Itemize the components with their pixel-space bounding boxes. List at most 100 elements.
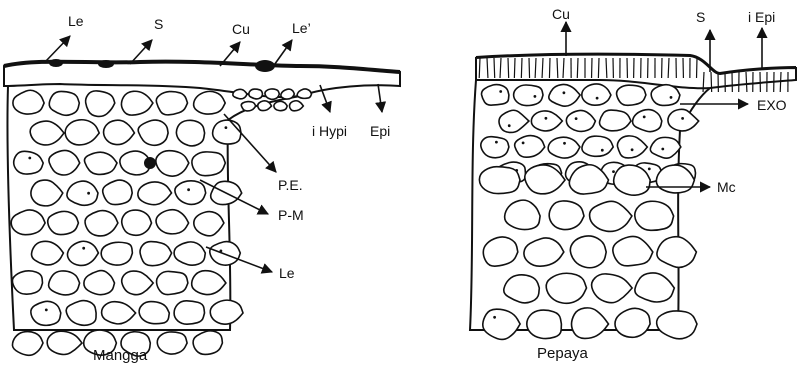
pepaya-exocarp-cell xyxy=(566,110,595,131)
mangga-cell xyxy=(67,181,98,205)
mangga-cell xyxy=(30,121,64,145)
mangga-cell xyxy=(122,271,153,295)
label-exo: EXO xyxy=(757,98,787,112)
mangga-cell xyxy=(156,92,187,115)
mangga-cell xyxy=(102,302,136,324)
pepaya-mesocarp-cell xyxy=(524,238,564,266)
label-epi: Epi xyxy=(370,124,390,138)
mangga-cell xyxy=(85,211,118,236)
mangga-cell xyxy=(121,91,152,115)
mangga-cell xyxy=(104,120,135,144)
pepaya-exocarp-cell-granule xyxy=(631,148,634,151)
mangga-cell xyxy=(138,182,172,205)
mangga-cell xyxy=(210,242,241,266)
label-i-epi: i Epi xyxy=(748,10,775,24)
pepaya-mesocarp-cell xyxy=(571,308,608,339)
pepaya-exocarp-cell xyxy=(549,84,580,106)
mangga-cell xyxy=(84,271,115,295)
mangga-cell xyxy=(193,331,222,355)
mangga-cell xyxy=(192,271,226,295)
pepaya-exocarp-cell xyxy=(651,85,680,106)
mangga-cell xyxy=(194,212,224,236)
pepaya-epidermis-band xyxy=(476,55,796,89)
mangga-cell-granule xyxy=(82,247,85,250)
pepaya-exocarp-cell-granule xyxy=(601,149,604,152)
label-mc: Mc xyxy=(717,180,736,194)
pepaya-exocarp-cell xyxy=(482,85,509,106)
mangga-parenchyma-cells xyxy=(11,89,311,356)
pepaya-epidermal-cell-wall xyxy=(711,72,712,92)
pepaya-exocarp-cell-granule xyxy=(596,97,599,100)
pepaya-exocarp-cell-granule xyxy=(648,168,651,171)
mangga-cell xyxy=(140,242,172,266)
label-cu-right: Cu xyxy=(552,7,570,21)
mangga-hypodermal-cell xyxy=(265,89,279,99)
pepaya-epidermal-cell-wall xyxy=(780,72,781,92)
mangga-cell xyxy=(49,91,79,115)
mangga-cell-granule xyxy=(87,192,90,195)
mangga-tissue xyxy=(4,59,400,356)
pepaya-epidermal-cell-wall xyxy=(549,58,550,78)
lenticel-blob xyxy=(49,59,63,67)
arrow-le-top xyxy=(45,36,70,62)
mangga-cell xyxy=(65,120,99,145)
mangga-hypodermal-cell xyxy=(297,89,311,98)
mangga-cell xyxy=(12,271,42,294)
pepaya-exocarp-cell-granule xyxy=(495,141,498,144)
pepaya-exocarp-cell-granule xyxy=(508,124,511,127)
pepaya-exocarp-cell-granule xyxy=(575,117,578,120)
pepaya-exocarp-cell-granule xyxy=(670,96,673,99)
mangga-cell xyxy=(176,120,204,146)
label-le-prime: Le’ xyxy=(292,21,311,35)
pepaya-exocarp-cell xyxy=(582,84,611,105)
pepaya-epidermal-cell-wall xyxy=(514,58,515,78)
pepaya-exocarp-cell-granule xyxy=(563,91,566,94)
pepaya-exocarp-cell xyxy=(617,85,646,105)
mangga-cell xyxy=(101,242,132,265)
pepaya-exocarp-cell xyxy=(633,110,662,132)
pepaya-mesocarp-cell xyxy=(505,200,540,229)
pepaya-exocarp-cell xyxy=(617,136,647,158)
pepaya-mesocarp-cell xyxy=(635,201,674,230)
mangga-hypodermal-cell xyxy=(281,89,294,99)
mangga-cell xyxy=(14,151,44,174)
pepaya-exocarp-cell xyxy=(548,137,580,158)
mangga-cell xyxy=(156,210,189,234)
mangga-cell xyxy=(174,242,205,265)
pepaya-mesocarp-cell xyxy=(635,273,674,302)
mangga-cell xyxy=(139,302,169,324)
label-pe: P.E. xyxy=(278,178,303,192)
label-s-right: S xyxy=(696,10,705,24)
pepaya-exocarp-cell xyxy=(582,136,613,156)
lenticel-blob xyxy=(98,60,114,68)
pepaya-tissue xyxy=(470,55,796,340)
mangga-cell xyxy=(31,301,61,325)
mangga-cell xyxy=(156,151,189,176)
pepaya-exocarp-cell-granule xyxy=(661,148,664,151)
label-s: S xyxy=(154,17,163,31)
mangga-cell xyxy=(11,210,45,235)
mangga-cell xyxy=(32,241,64,265)
mangga-cell xyxy=(67,241,98,265)
mangga-cell xyxy=(12,332,43,356)
pepaya-exocarp-cell xyxy=(515,136,545,158)
mangga-hypodermal-cell xyxy=(289,101,303,111)
pepaya-mesocarp-cell xyxy=(549,201,584,230)
arrow-epi xyxy=(378,84,382,112)
pepaya-mesocarp-cell xyxy=(615,308,650,337)
pepaya-exocarp-cell-granule xyxy=(563,142,566,145)
pepaya-mesocarp-cell xyxy=(483,237,518,266)
pepaya-mesocarp-cell xyxy=(527,310,562,338)
caption-pepaya: Pepaya xyxy=(537,346,588,361)
mangga-cell xyxy=(174,301,204,324)
mangga-cell-granule xyxy=(187,188,190,191)
pepaya-epidermal-cell-wall xyxy=(494,58,495,78)
pepaya-epidermal-cell-wall xyxy=(508,58,509,78)
mangga-hypodermal-cell xyxy=(241,102,255,111)
pepaya-exocarp-cell-granule xyxy=(643,116,646,119)
pepaya-mesocarp-cell xyxy=(613,236,653,265)
pepaya-exocarp-cell xyxy=(499,110,529,132)
mangga-cell xyxy=(49,271,80,295)
mangga-cell xyxy=(85,152,118,174)
